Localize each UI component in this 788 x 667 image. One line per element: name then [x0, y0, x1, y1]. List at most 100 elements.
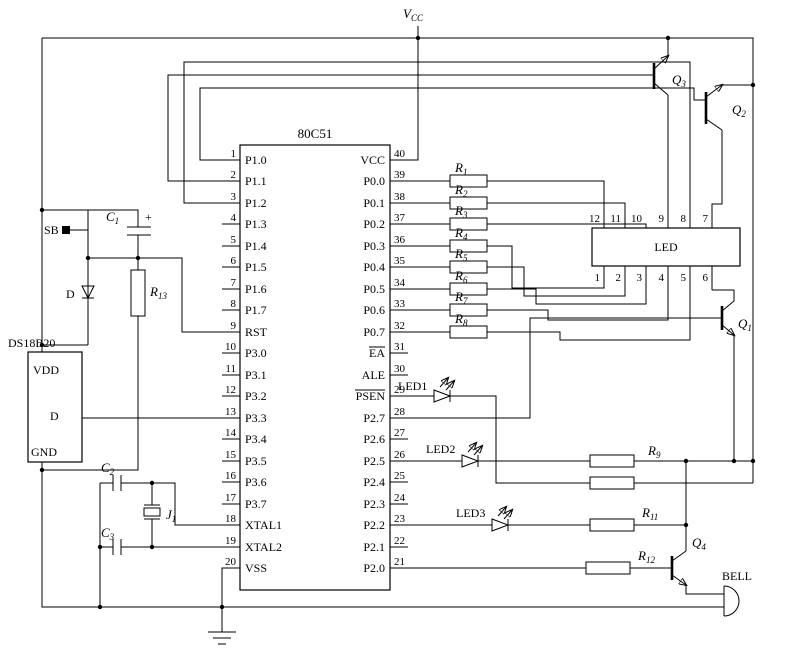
- reset-node: [42, 209, 139, 471]
- ds18b20-title: DS18B20: [8, 336, 55, 350]
- p0-row-2: [390, 202, 626, 228]
- led3-label: LED3: [456, 506, 485, 520]
- wire-segments: [41, 26, 754, 632]
- vcc-feed: [390, 26, 419, 161]
- led-pin-4: 4: [659, 272, 665, 284]
- pin-num-28: 28: [394, 406, 406, 418]
- led3-arrow2-icon: [503, 510, 512, 520]
- transistor-q2: Q2: [704, 84, 753, 228]
- led2-label: LED2: [426, 442, 455, 456]
- pin-num-37: 37: [394, 212, 406, 224]
- pin-num-20: 20: [225, 556, 237, 568]
- pin-num-38: 38: [394, 191, 406, 203]
- resistor-r10: [589, 476, 635, 490]
- pin-num-29: 29: [394, 384, 406, 396]
- q4-label: Q4: [692, 535, 706, 552]
- q2-leads: [705, 84, 753, 228]
- diode-d-icon: [81, 285, 95, 300]
- pin-num-14: 14: [225, 427, 237, 439]
- resistor-r11-label: R11: [641, 505, 658, 522]
- p0-row-6: [390, 266, 647, 305]
- pin-name-p26: P2.6: [363, 432, 385, 446]
- q2-emitter: [705, 85, 722, 98]
- pin-num-32: 32: [394, 320, 405, 332]
- pin-name-2: P1.1: [245, 174, 267, 188]
- resistor-r12: [585, 561, 631, 575]
- resistor-r1-label: R1: [454, 160, 467, 177]
- q1-leads: [721, 290, 735, 461]
- vss-ground: [221, 567, 240, 632]
- pin-num-13: 13: [225, 406, 237, 418]
- led-pin-8: 8: [681, 213, 687, 225]
- pin-num-16: 16: [225, 470, 237, 482]
- q4-leads: [671, 550, 724, 595]
- ic-body: [239, 144, 391, 591]
- pin-name-p00: P0.0: [363, 174, 385, 188]
- resistor-r5: [449, 260, 488, 274]
- led-pin-1: 1: [595, 272, 601, 284]
- p0-row-1: [390, 180, 605, 228]
- pin-name-18: XTAL1: [245, 518, 282, 532]
- indicator-led1: LED1: [398, 378, 454, 403]
- pin-name-p20: P2.0: [363, 561, 385, 575]
- p0-row-5: [390, 266, 626, 297]
- cap-c2-icon: [112, 475, 122, 491]
- led1-row: [390, 395, 753, 484]
- pin-name-1: P1.0: [245, 153, 267, 167]
- pin-name-p24: P2.4: [363, 475, 385, 489]
- pin-name-ale: ALE: [362, 368, 385, 382]
- pin-name-psen: PSEN: [356, 389, 386, 403]
- pin-name-17: P3.7: [245, 497, 267, 511]
- pin-name-16: P3.6: [245, 475, 267, 489]
- c1-plus: +: [145, 210, 152, 224]
- junction-dots: [39, 35, 756, 610]
- pin-num-6: 6: [231, 255, 237, 267]
- pin-name-11: P3.1: [245, 368, 267, 382]
- pin-name-12: P3.2: [245, 389, 267, 403]
- pin-name-p03: P0.3: [363, 239, 385, 253]
- led-display-body: [591, 227, 741, 267]
- j1-label: J1: [166, 507, 176, 524]
- pin-num-30: 30: [394, 363, 406, 375]
- resistor-r13-label: R13: [149, 284, 167, 301]
- pin-name-9: RST: [245, 325, 268, 339]
- pin-num-11: 11: [225, 363, 236, 375]
- led-pin-5: 5: [681, 272, 687, 284]
- resistor-r8-label: R8: [454, 311, 468, 328]
- pin-num-15: 15: [225, 449, 237, 461]
- left-stubs: [222, 223, 240, 505]
- led-display: LED 12 11 10 9 8 7 1 2 3 4 5 6: [589, 213, 741, 291]
- resistor-r9: [589, 454, 635, 468]
- cap-c1-icon: [127, 226, 151, 236]
- pin-num-8: 8: [231, 298, 237, 310]
- pin-num-33: 33: [394, 298, 406, 310]
- pin-num-36: 36: [394, 234, 406, 246]
- pin-num-39: 39: [394, 169, 406, 181]
- p0-row-3: [390, 223, 647, 228]
- resistor-r5-label: R5: [454, 246, 468, 263]
- pin-name-15: P3.5: [245, 454, 267, 468]
- ds18b20-vdd: VDD: [33, 363, 59, 377]
- crystal-plates: [144, 504, 160, 520]
- pin-num-24: 24: [394, 492, 406, 504]
- pin-name-p25: P2.5: [363, 454, 385, 468]
- pin-num-26: 26: [394, 449, 406, 461]
- resistor-r1: [449, 174, 488, 188]
- pin-name-vcc: VCC: [360, 153, 385, 167]
- pin-name-p21: P2.1: [363, 540, 385, 554]
- pin-num-2: 2: [231, 169, 237, 181]
- q3-leads: [653, 38, 669, 228]
- resistor-r9-label: R9: [647, 443, 661, 460]
- led-pin-11: 11: [610, 213, 621, 225]
- led-pin-10: 10: [631, 213, 643, 225]
- q2-label: Q2: [732, 102, 746, 119]
- pin-num-3: 3: [231, 191, 237, 203]
- led-display-label: LED: [654, 240, 678, 254]
- bell: BELL: [722, 569, 752, 617]
- pin-num-1: 1: [231, 148, 237, 160]
- led-pin-12: 12: [589, 213, 600, 225]
- p0-row-8: [390, 266, 691, 341]
- pin-num-34: 34: [394, 277, 406, 289]
- q4-emitter: [671, 574, 686, 585]
- pin-name-p05: P0.5: [363, 282, 385, 296]
